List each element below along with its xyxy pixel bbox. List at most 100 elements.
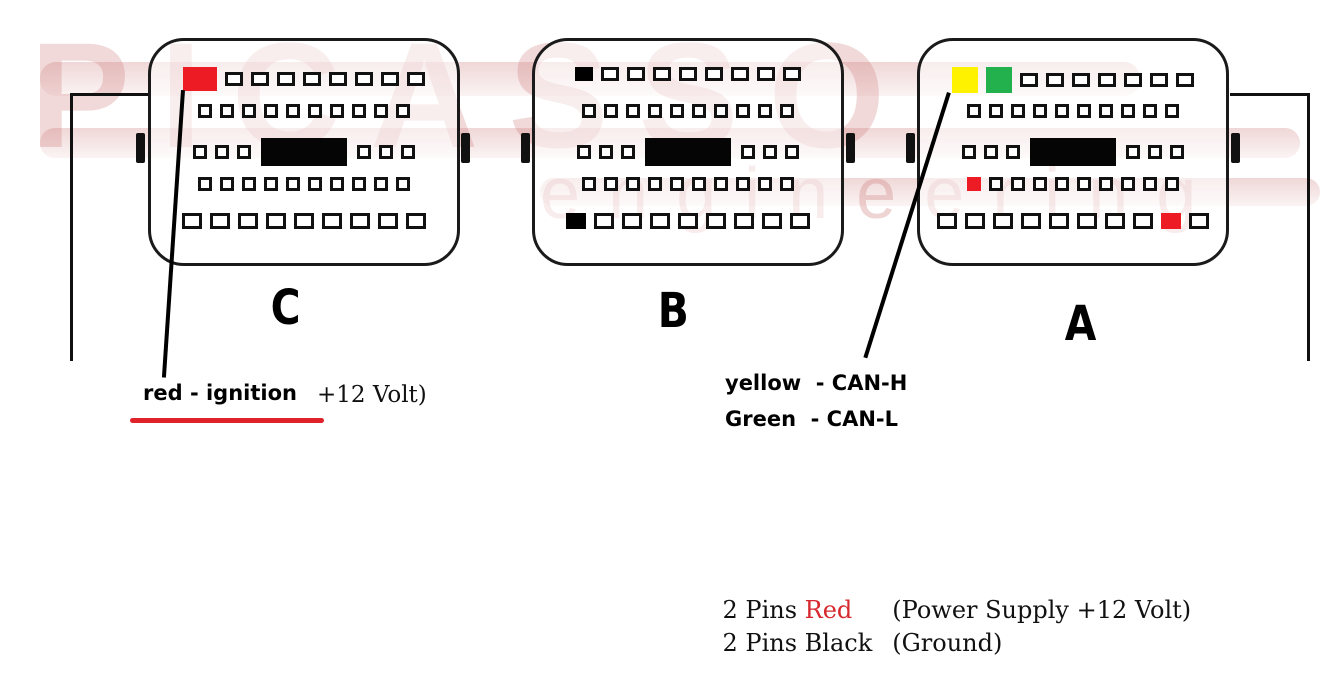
pin — [626, 104, 640, 118]
pin — [736, 104, 750, 118]
pin — [594, 213, 614, 229]
legend-row-red: 2 Pins Red(Power Supply +12 Volt) — [692, 568, 1192, 652]
legend-description: (Ground) — [892, 629, 1003, 657]
pin — [670, 104, 684, 118]
pin — [1077, 104, 1091, 118]
pin — [679, 67, 697, 81]
pin — [1072, 73, 1090, 87]
pin-ground — [566, 213, 586, 229]
latch-a-right — [1231, 133, 1240, 163]
pin — [352, 104, 366, 118]
frame-line-left-vertical — [70, 93, 73, 361]
pin — [758, 177, 772, 191]
pin — [1049, 213, 1069, 229]
pin — [670, 177, 684, 191]
pin — [1011, 177, 1025, 191]
connector-label-a: A — [1064, 296, 1097, 352]
pin-row — [151, 213, 457, 229]
pin — [653, 67, 671, 81]
pin-row — [920, 104, 1226, 118]
pin — [1099, 177, 1113, 191]
pin — [237, 145, 251, 159]
pin — [406, 213, 426, 229]
pin — [965, 213, 985, 229]
pin — [780, 104, 794, 118]
pin-can-h — [952, 67, 978, 93]
pin-row — [151, 104, 457, 118]
pin — [1189, 213, 1209, 229]
pin — [989, 104, 1003, 118]
frame-line-right-top — [1230, 93, 1310, 96]
pin-row — [535, 177, 841, 191]
pin-row — [151, 138, 457, 166]
pin — [582, 177, 596, 191]
pin — [210, 213, 230, 229]
pin — [251, 72, 269, 86]
legend-description: (Power Supply +12 Volt) — [892, 596, 1192, 624]
can-high-label: yellow - CAN-H — [725, 371, 908, 395]
legend-color-word-black: Black — [804, 629, 873, 657]
pin — [627, 67, 645, 81]
latch-b-right — [846, 133, 855, 163]
pin — [1011, 104, 1025, 118]
connector-label-c: C — [270, 280, 301, 336]
pin — [1105, 213, 1125, 229]
pin — [396, 104, 410, 118]
pin — [692, 104, 706, 118]
pin — [308, 104, 322, 118]
pin — [1124, 73, 1142, 87]
pin — [1143, 104, 1157, 118]
pin — [1077, 177, 1091, 191]
pin — [182, 213, 202, 229]
legend-color-word-red: Red — [804, 596, 853, 624]
pin — [238, 213, 258, 229]
pin — [692, 177, 706, 191]
pin — [622, 213, 642, 229]
pin — [650, 213, 670, 229]
pin — [967, 104, 981, 118]
pin — [374, 177, 388, 191]
pin — [1020, 73, 1038, 87]
pin — [648, 104, 662, 118]
pin — [379, 145, 393, 159]
pin-row — [920, 177, 1226, 191]
pin — [758, 104, 772, 118]
pin — [329, 72, 347, 86]
pin — [763, 145, 777, 159]
pin — [355, 72, 373, 86]
pin — [330, 177, 344, 191]
pin — [734, 213, 754, 229]
connector-a — [917, 38, 1229, 266]
pin — [962, 145, 976, 159]
pin-row — [535, 104, 841, 118]
pin — [1099, 104, 1113, 118]
pin — [604, 177, 618, 191]
pin — [648, 177, 662, 191]
pin — [352, 177, 366, 191]
pin — [357, 145, 371, 159]
pin-row — [535, 67, 841, 81]
pin — [757, 67, 775, 81]
pin — [407, 72, 425, 86]
pin — [381, 72, 399, 86]
pin — [736, 177, 750, 191]
pin — [220, 177, 234, 191]
pin — [225, 72, 243, 86]
ignition-underline — [130, 418, 324, 423]
legend-row-black: 2 Pins Black(Ground) — [692, 601, 1003, 685]
keying-block — [261, 138, 347, 166]
pin — [1033, 177, 1047, 191]
pin — [220, 104, 234, 118]
pin-power — [1161, 213, 1181, 229]
pin — [286, 177, 300, 191]
latch-c-right — [461, 133, 470, 163]
pin — [1165, 177, 1179, 191]
latch-b-left — [521, 133, 530, 163]
keying-block — [645, 138, 731, 166]
pin — [198, 177, 212, 191]
pin — [401, 145, 415, 159]
pin — [785, 145, 799, 159]
pin — [286, 104, 300, 118]
pin — [322, 213, 342, 229]
pin — [621, 145, 635, 159]
